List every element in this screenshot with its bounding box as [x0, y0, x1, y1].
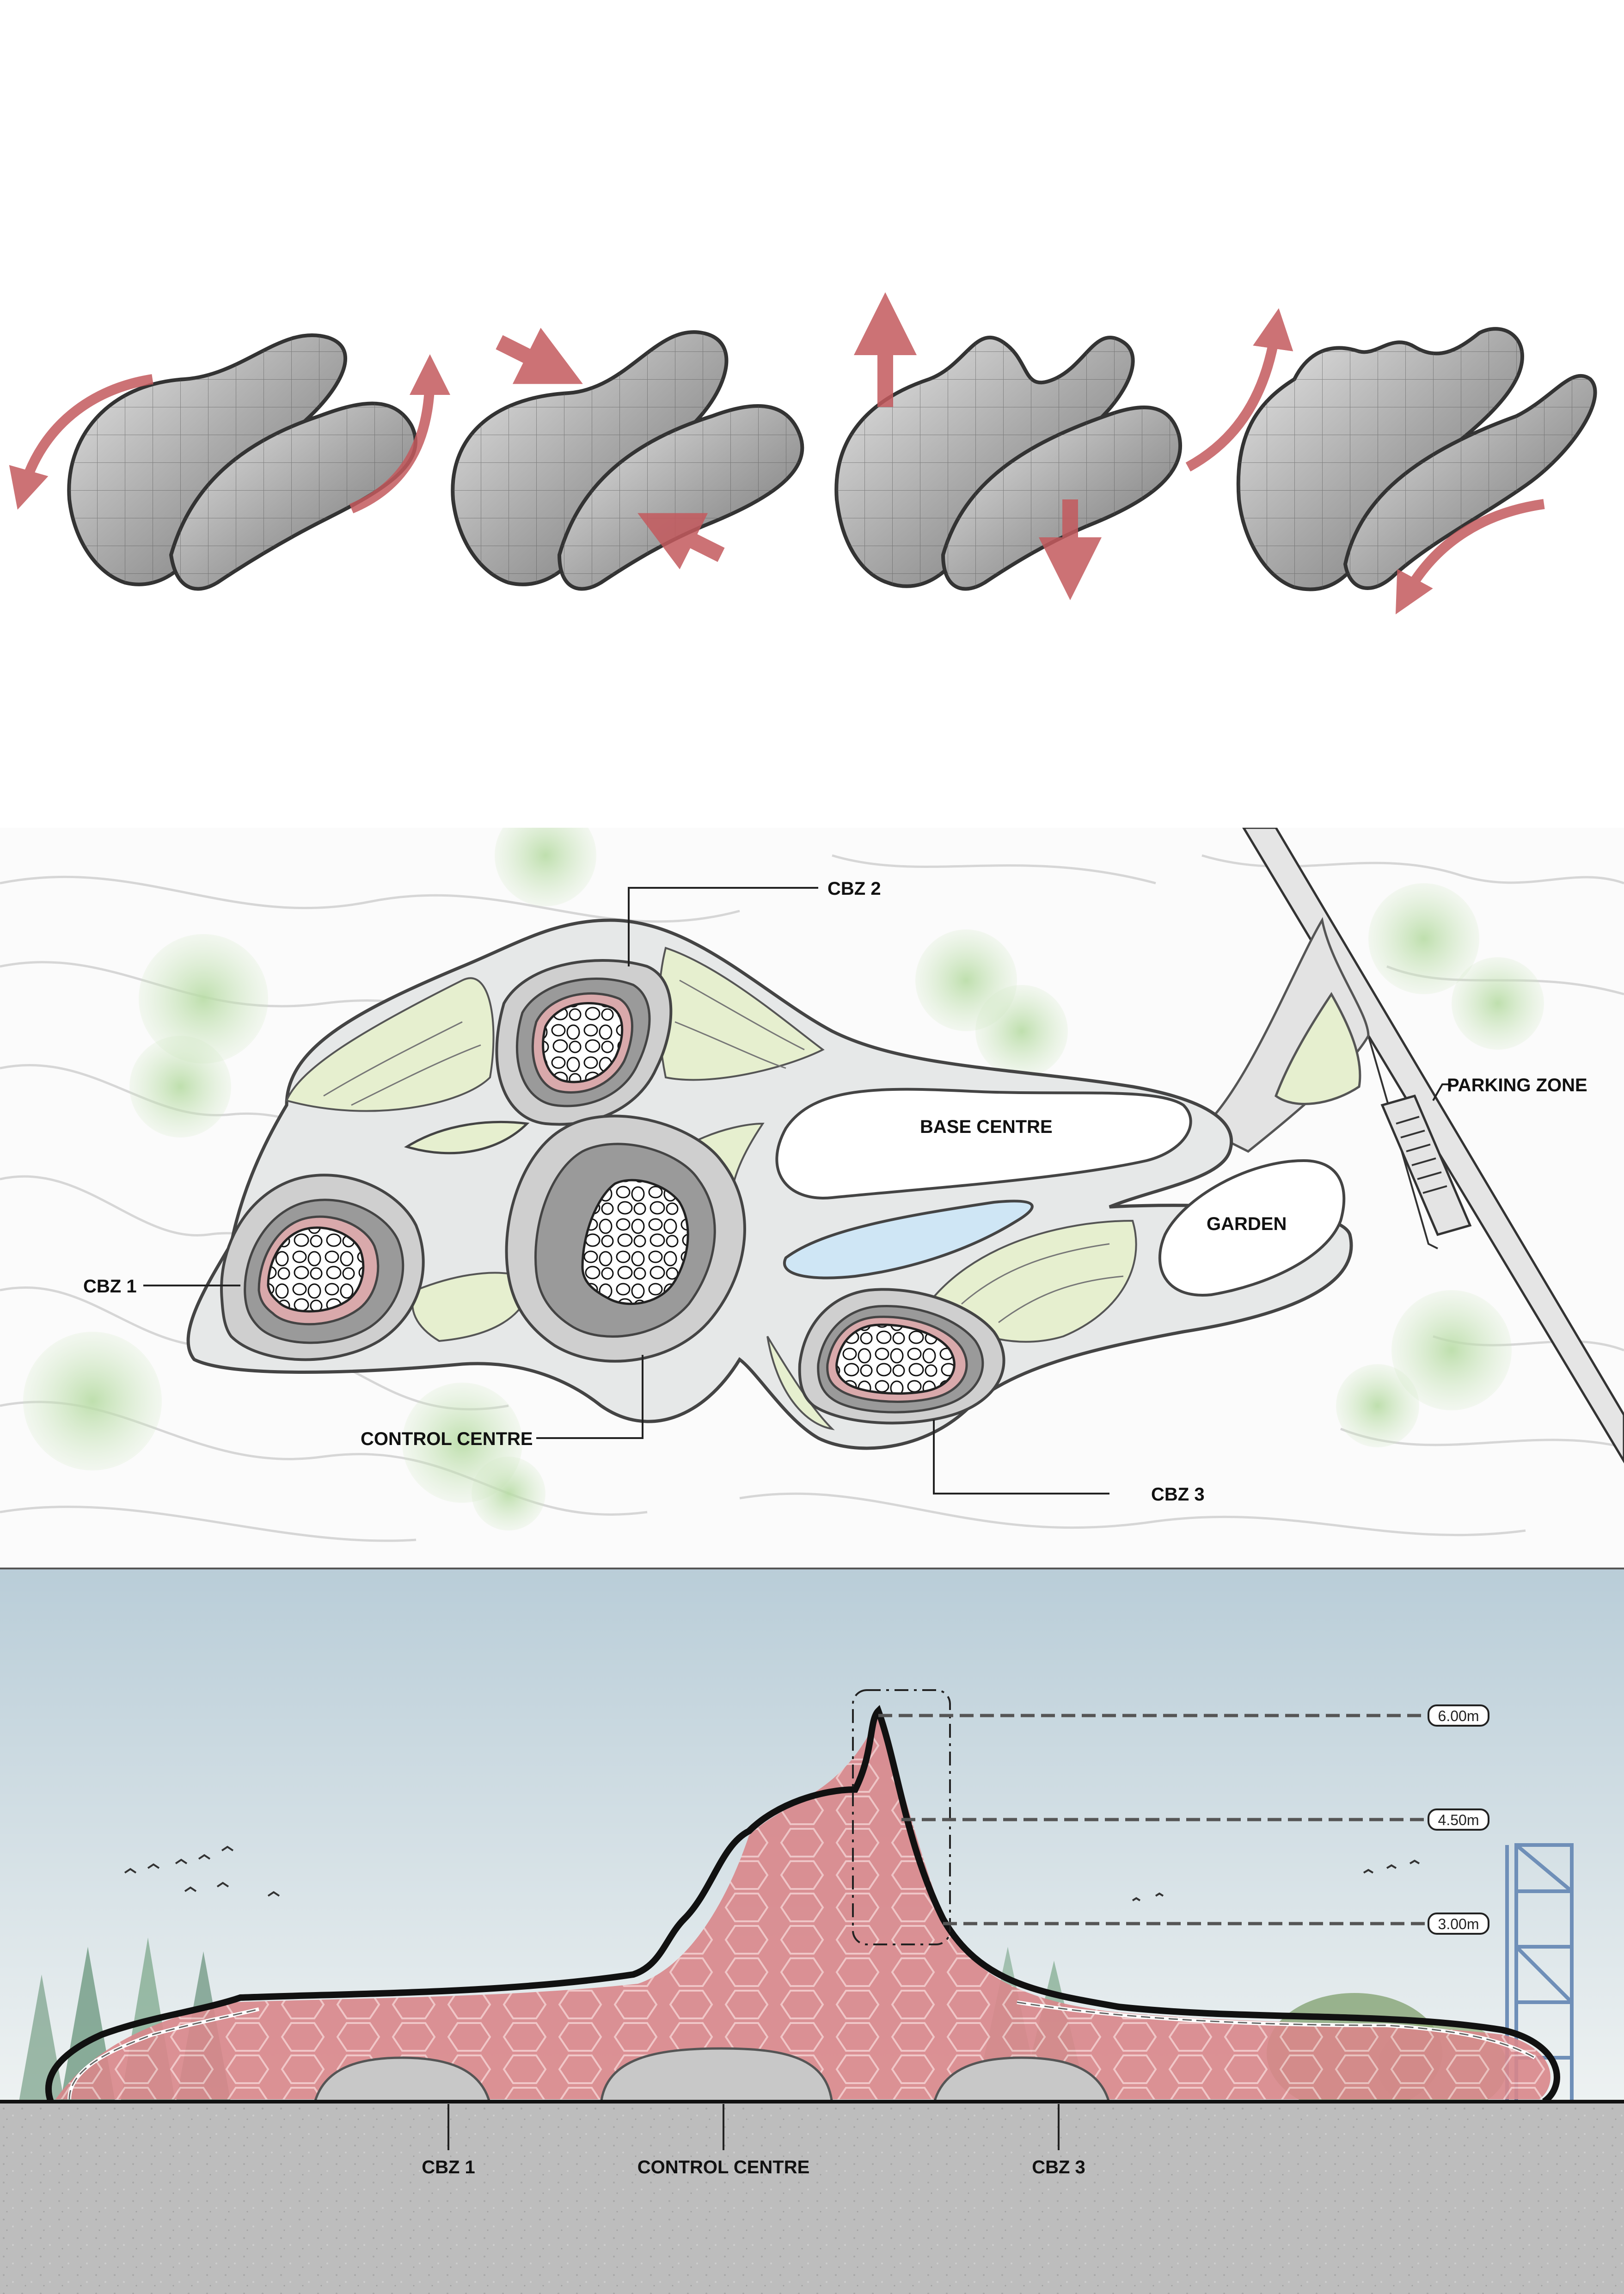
section-domes — [313, 2047, 1111, 2105]
push-arrow-bottom — [637, 513, 725, 570]
label-parking-zone: PARKING ZONE — [1447, 1075, 1587, 1095]
leaf-void — [404, 1121, 530, 1155]
building-section: 6.00m 4.50m 3.00m CBZ 1 CONTROL CENTRE C… — [0, 1568, 1624, 2294]
green-zone-ribs — [323, 979, 1124, 1323]
parking-zone — [1380, 1094, 1472, 1236]
label-base-centre: BASE CENTRE — [920, 1117, 1053, 1137]
form-step-2 — [451, 330, 804, 591]
form-step-3 — [834, 335, 1183, 591]
label-control-centre: CONTROL CENTRE — [361, 1429, 533, 1449]
form-step-4 — [1236, 327, 1597, 591]
form-evolution-diagram — [9, 292, 1597, 615]
level-3-00: 3.00m — [1438, 1916, 1479, 1932]
pod-cbz2 — [495, 959, 673, 1126]
pod-cbz3 — [798, 1288, 1005, 1425]
site-plan-panel: CBZ 2 CBZ 1 CBZ 3 BASE CENTRE GARDEN PAR… — [0, 828, 1624, 1568]
label-garden: GARDEN — [1207, 1214, 1287, 1234]
entry-green — [1275, 992, 1361, 1105]
ground — [0, 2102, 1624, 2294]
base-centre-block — [775, 1088, 1192, 1199]
label-cbz3: CBZ 3 — [1151, 1484, 1205, 1505]
section-leaders — [447, 2104, 1060, 2150]
label-cbz2: CBZ 2 — [827, 879, 881, 899]
building-shell — [45, 1705, 1560, 2104]
leader-lines — [143, 887, 1452, 1494]
section-label-control-centre: CONTROL CENTRE — [637, 2157, 810, 2177]
push-arrow-top — [496, 327, 583, 384]
pod-control-centre — [505, 1114, 746, 1363]
pod-cbz1 — [220, 1174, 425, 1361]
section-label-cbz3: CBZ 3 — [1032, 2157, 1085, 2177]
level-4-50: 4.50m — [1438, 1812, 1479, 1828]
section-label-cbz1: CBZ 1 — [422, 2157, 475, 2177]
building-interior — [55, 1716, 1550, 2099]
trees — [23, 828, 1544, 1531]
section-panel: 6.00m 4.50m 3.00m CBZ 1 CONTROL CENTRE C… — [0, 1568, 1624, 2294]
label-cbz1: CBZ 1 — [83, 1276, 137, 1297]
form-step-1 — [67, 333, 417, 591]
level-6-00: 6.00m — [1438, 1708, 1479, 1724]
twist-arrow-top — [1185, 308, 1293, 472]
green-zones — [285, 947, 1137, 1431]
twist-arrow-bottom — [1395, 499, 1545, 615]
form-evolution-panel — [0, 0, 1624, 823]
rotate-arrow-right — [349, 354, 450, 514]
site-plan: CBZ 2 CBZ 1 CBZ 3 BASE CENTRE GARDEN PAR… — [0, 828, 1624, 1542]
birds — [124, 1845, 1420, 1901]
rotate-arrow-left — [9, 374, 153, 510]
level-markers — [852, 1689, 1489, 1945]
water-feature — [783, 1199, 1034, 1279]
garden-block — [1158, 1159, 1346, 1297]
